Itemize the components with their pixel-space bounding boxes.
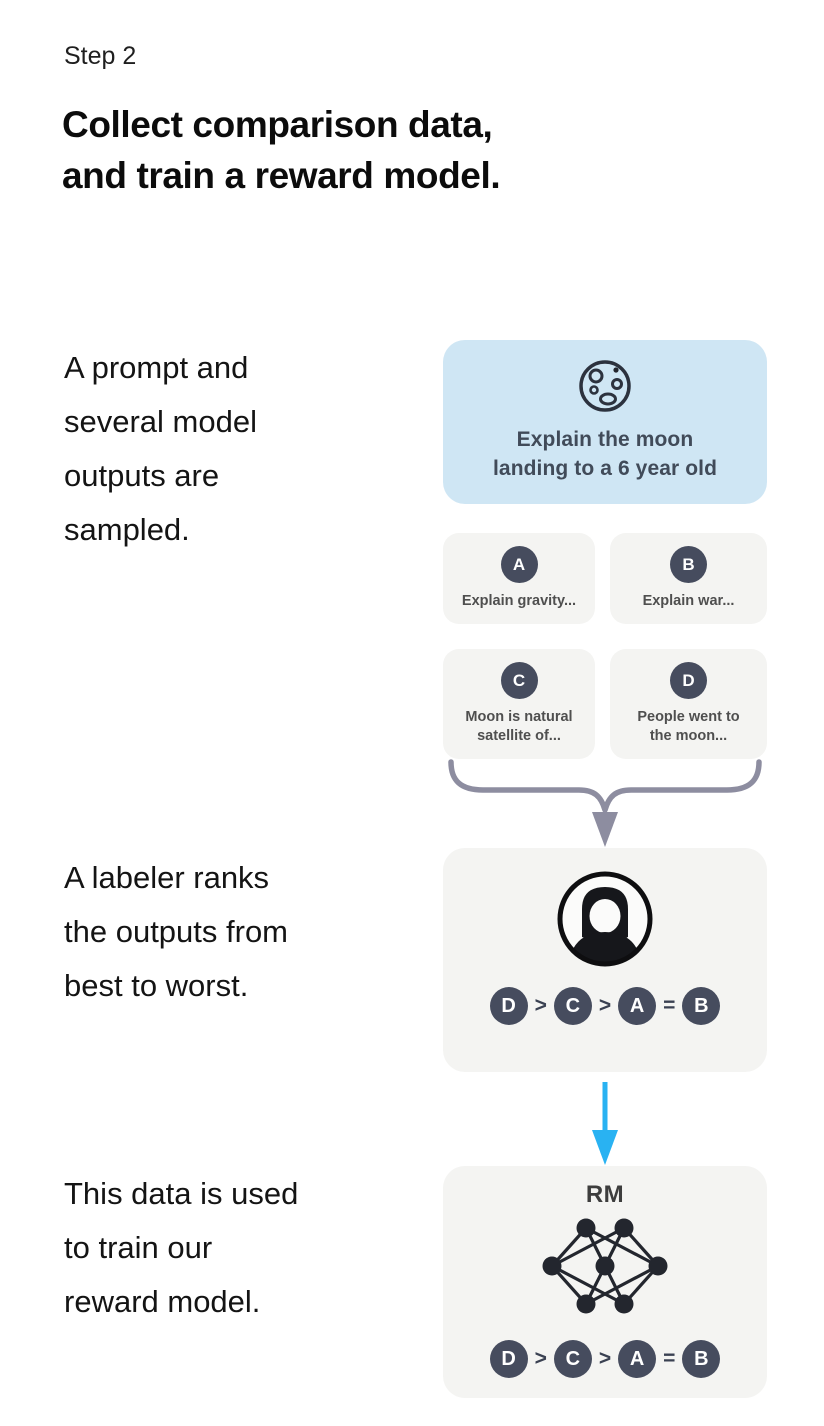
rank-operator: = bbox=[663, 994, 676, 1017]
rank-badge: A bbox=[618, 1340, 657, 1378]
option-label-c: Moon is natural satellite of... bbox=[465, 709, 573, 744]
caption-sampling: A prompt and several model outputs are s… bbox=[64, 350, 257, 547]
prompt-card: Explain the moon landing to a 6 year old bbox=[443, 340, 767, 504]
option-badge-a: A bbox=[500, 546, 538, 583]
page-title: Collect comparison data, and train a rew… bbox=[62, 104, 501, 196]
option-card-a: A Explain gravity... bbox=[443, 533, 595, 624]
labeler-card: D > C > A = B bbox=[443, 848, 767, 1072]
rank-operator: > bbox=[534, 1347, 547, 1370]
labeler-ranking: D > C > A = B bbox=[489, 987, 721, 1025]
rank-badge: D bbox=[489, 987, 528, 1025]
prompt-text: Explain the moon landing to a 6 year old bbox=[492, 428, 717, 480]
option-label-b: Explain war... bbox=[642, 593, 735, 609]
down-arrow-icon bbox=[585, 1082, 625, 1171]
rank-badge: B bbox=[682, 1340, 721, 1378]
caption-train-reward-model: This data is used to train our reward mo… bbox=[64, 1176, 299, 1319]
option-badge-d: D bbox=[670, 662, 707, 699]
rank-operator: > bbox=[534, 994, 547, 1017]
option-label-a: Explain gravity... bbox=[461, 593, 577, 609]
rank-badge: C bbox=[553, 1340, 592, 1378]
rank-badge: C bbox=[553, 987, 592, 1025]
rank-badge: B bbox=[682, 987, 721, 1025]
option-card-b: B Explain war... bbox=[610, 533, 767, 624]
rank-operator: > bbox=[598, 994, 612, 1017]
step-label: Step 2 bbox=[64, 42, 137, 70]
brace-arrow-icon bbox=[443, 757, 767, 854]
labeler-avatar-icon bbox=[555, 869, 655, 974]
reward-model-label: RM bbox=[585, 1181, 625, 1208]
option-label-d: People went to the moon... bbox=[637, 709, 740, 744]
option-card-d: D People went to the moon... bbox=[610, 649, 767, 759]
caption-labeler-ranks: A labeler ranks the outputs from best to… bbox=[64, 860, 289, 1003]
reward-model-card: RM D > C > A bbox=[443, 1166, 767, 1398]
neural-network-icon bbox=[539, 1215, 671, 1322]
option-badge-c: C bbox=[500, 662, 538, 699]
output-options: A Explain gravity... B Explain war... C … bbox=[443, 533, 767, 759]
rank-badge: D bbox=[489, 1340, 528, 1378]
option-badge-b: B bbox=[670, 546, 707, 583]
option-card-c: C Moon is natural satellite of... bbox=[443, 649, 595, 759]
rank-badge: A bbox=[618, 987, 657, 1025]
rank-operator: = bbox=[663, 1347, 676, 1370]
moon-icon bbox=[576, 357, 634, 420]
rank-operator: > bbox=[598, 1347, 612, 1370]
rm-ranking: D > C > A = B bbox=[489, 1340, 721, 1378]
